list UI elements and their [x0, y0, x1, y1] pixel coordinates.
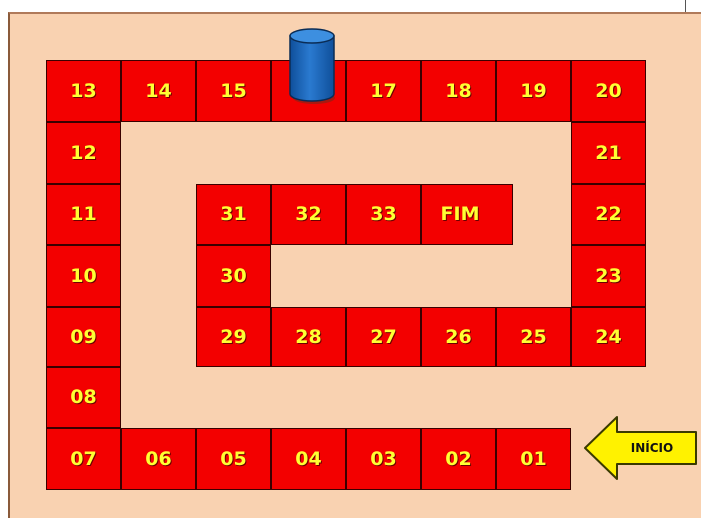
board-cell-26: 26 [421, 307, 496, 367]
board-cell-24: 24 [571, 307, 646, 367]
board-cell-15: 15 [196, 60, 271, 122]
board-cell-25: 25 [496, 307, 571, 367]
board-cell-08: 08 [46, 367, 121, 428]
board-cell-32: 32 [271, 184, 346, 245]
board-cell-27: 27 [346, 307, 421, 367]
board-cell-02: 02 [421, 428, 496, 490]
board-cell-29: 29 [196, 307, 271, 367]
top-tick-mark [685, 0, 686, 12]
board-cell-07: 07 [46, 428, 121, 490]
board-cell-22: 22 [571, 184, 646, 245]
board-cell-28: 28 [271, 307, 346, 367]
board-cell-04: 04 [271, 428, 346, 490]
board-cell-23: 23 [571, 245, 646, 307]
board-cell-13: 13 [46, 60, 121, 122]
board-cell-06: 06 [121, 428, 196, 490]
board-cell-05: 05 [196, 428, 271, 490]
board-cell-12: 12 [46, 122, 121, 184]
board-cell-18: 18 [421, 60, 496, 122]
board-cell-01: 01 [496, 428, 571, 490]
board-cell-11: 11 [46, 184, 121, 245]
board-cell-33: 33 [346, 184, 421, 245]
board-cell-31: 31 [196, 184, 271, 245]
board-cell-09: 09 [46, 307, 121, 367]
board-cell-fim: FIM [421, 184, 513, 245]
board-cell-21: 21 [571, 122, 646, 184]
board-cell-17: 17 [346, 60, 421, 122]
board-cell-10: 10 [46, 245, 121, 307]
start-label: INÍCIO [612, 441, 692, 455]
board-cell-03: 03 [346, 428, 421, 490]
board-cell-14: 14 [121, 60, 196, 122]
board-cell-19: 19 [496, 60, 571, 122]
player-token-icon[interactable] [287, 26, 337, 106]
board-cell-30: 30 [196, 245, 271, 307]
board-cell-20: 20 [571, 60, 646, 122]
